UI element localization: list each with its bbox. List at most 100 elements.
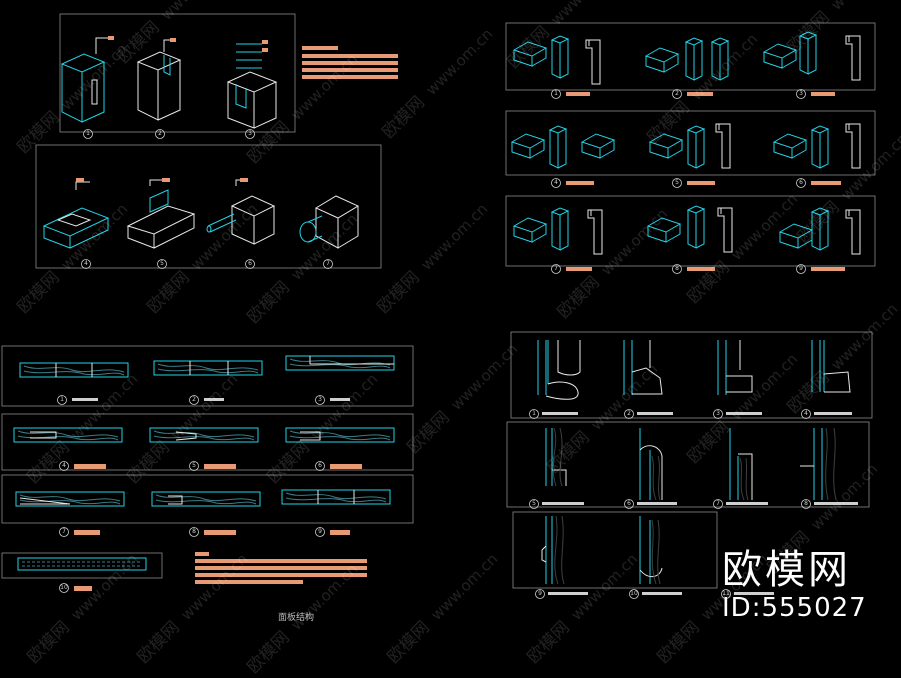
board-section-9 bbox=[281, 489, 391, 505]
joint-drawing-2-rail bbox=[645, 47, 679, 73]
joint-drawing-6 bbox=[206, 178, 276, 245]
frame bbox=[59, 13, 296, 133]
caption-number: 5 bbox=[160, 260, 164, 267]
caption-number: 8 bbox=[675, 265, 679, 272]
caption-number: 9 bbox=[799, 265, 803, 272]
caption-number: 3 bbox=[318, 396, 322, 403]
caption-number: 6 bbox=[799, 179, 803, 186]
frame-row-3 bbox=[1, 474, 414, 524]
joint-drawing-8-post bbox=[687, 205, 705, 249]
joint-drawing-7-hook bbox=[587, 209, 603, 255]
board-section-1 bbox=[19, 362, 129, 378]
joint-drawing-6-rail bbox=[773, 133, 807, 159]
joint-drawing-6-hook bbox=[845, 123, 861, 169]
board-joint-lines bbox=[19, 356, 394, 505]
joint-drawing-7-post bbox=[551, 207, 569, 251]
caption-labels bbox=[566, 92, 845, 271]
frame-row-2 bbox=[506, 421, 870, 508]
joint-drawing-4-rail-b bbox=[581, 133, 615, 159]
brand-logo: 欧模网 ID:555027 bbox=[722, 548, 867, 624]
caption-number: 4 bbox=[84, 260, 88, 267]
joint-drawing-9-post bbox=[811, 207, 829, 251]
caption-number: 9 bbox=[318, 528, 322, 535]
caption-number: 3 bbox=[716, 410, 720, 417]
caption-number: 10 bbox=[60, 584, 68, 591]
group-isometric-joints-b bbox=[35, 144, 382, 269]
group-board-joints bbox=[1, 345, 414, 593]
joint-drawing-1-rail bbox=[513, 41, 547, 67]
joint-drawing-8-hook bbox=[717, 207, 733, 253]
joint-drawing-3-post bbox=[799, 31, 817, 75]
caption-number: 7 bbox=[326, 260, 330, 267]
caption-circles bbox=[551, 89, 806, 274]
caption-number: 7 bbox=[554, 265, 558, 272]
caption-number: 11 bbox=[722, 590, 730, 597]
caption-labels bbox=[542, 412, 858, 595]
joint-drawing-8-rail bbox=[647, 217, 681, 243]
board-section-5 bbox=[149, 427, 259, 443]
joint-drawing-1-hook bbox=[585, 39, 601, 85]
board-section-10 bbox=[17, 557, 147, 571]
frame-row-1 bbox=[505, 22, 876, 91]
caption-number: 1 bbox=[554, 90, 558, 97]
caption-number: 2 bbox=[627, 410, 631, 417]
joint-drawing-9-hook bbox=[845, 209, 861, 255]
caption-number: 4 bbox=[804, 410, 808, 417]
joint-drawing-2-post-b bbox=[711, 37, 729, 81]
brand-name: 欧模网 bbox=[722, 547, 851, 593]
caption-circles bbox=[83, 129, 255, 139]
caption-number: 4 bbox=[62, 462, 66, 469]
joint-drawing-2 bbox=[136, 38, 182, 121]
joint-drawing-4-post bbox=[549, 125, 567, 169]
caption-number: 1 bbox=[532, 410, 536, 417]
frame-row-1 bbox=[1, 345, 414, 407]
caption-number: 8 bbox=[804, 500, 808, 507]
caption-circles bbox=[81, 259, 333, 269]
caption-number: 2 bbox=[192, 396, 196, 403]
frame-row-2 bbox=[505, 110, 876, 176]
wood-grain bbox=[552, 427, 837, 585]
caption-number: 5 bbox=[532, 500, 536, 507]
joint-drawing-5-hook bbox=[715, 123, 731, 169]
caption-number: 6 bbox=[627, 500, 631, 507]
joint-drawing-3 bbox=[226, 40, 278, 129]
frame-row-3 bbox=[505, 195, 876, 267]
joint-drawing-5 bbox=[126, 178, 196, 249]
caption-number: 1 bbox=[86, 130, 90, 137]
caption-number: 3 bbox=[248, 130, 252, 137]
model-id: ID:555027 bbox=[722, 593, 867, 623]
caption-labels bbox=[72, 398, 362, 591]
joint-drawing-5-rail bbox=[649, 133, 683, 159]
joint-drawing-7-rail bbox=[513, 217, 547, 243]
caption-circles bbox=[57, 395, 325, 593]
joint-drawing-1 bbox=[60, 36, 114, 123]
joint-drawing-1-post bbox=[551, 35, 569, 79]
joint-drawing-5-post bbox=[687, 125, 705, 169]
frame-row-3 bbox=[512, 511, 718, 589]
group-isometric-joints-a bbox=[59, 13, 398, 139]
board-section-2 bbox=[153, 360, 263, 376]
caption-number: 2 bbox=[675, 90, 679, 97]
board-section-4 bbox=[13, 427, 123, 443]
joint-drawing-3-hook bbox=[845, 35, 861, 81]
frame-row-1 bbox=[510, 331, 873, 419]
caption-number: 8 bbox=[192, 528, 196, 535]
spec-note bbox=[195, 552, 367, 584]
caption-number: 4 bbox=[554, 179, 558, 186]
frame-row-4 bbox=[1, 552, 163, 579]
spec-note bbox=[302, 46, 398, 79]
group-corner-joints bbox=[505, 22, 876, 274]
caption-circles bbox=[529, 409, 811, 599]
joint-drawing-6-post bbox=[811, 125, 829, 169]
caption-number: 10 bbox=[630, 590, 638, 597]
joint-drawing-2-post bbox=[685, 37, 703, 81]
joint-drawing-4-rail bbox=[511, 133, 545, 159]
caption-number: 5 bbox=[675, 179, 679, 186]
caption-number: 7 bbox=[62, 528, 66, 535]
caption-number: 2 bbox=[158, 130, 162, 137]
caption-number: 9 bbox=[538, 590, 542, 597]
caption-number: 6 bbox=[318, 462, 322, 469]
group-edge-profiles bbox=[506, 331, 873, 599]
caption-number: 1 bbox=[60, 396, 64, 403]
